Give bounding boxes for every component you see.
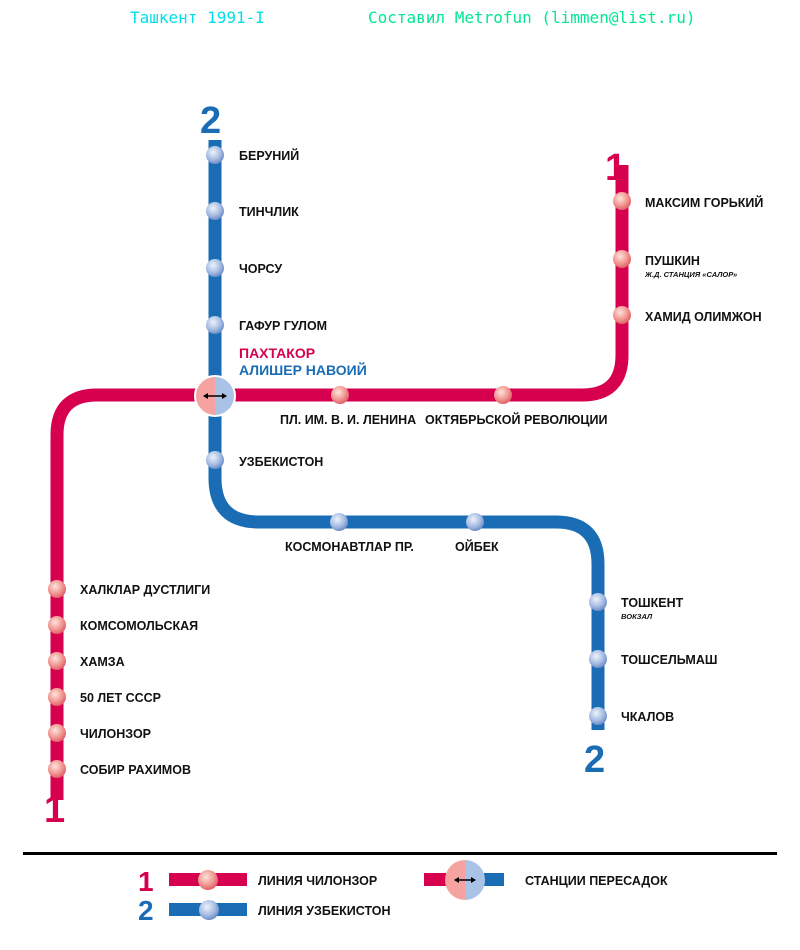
line2-track [208, 140, 605, 730]
station-marker[interactable] [331, 386, 349, 404]
legend-divider [23, 852, 777, 855]
station-marker[interactable] [206, 146, 224, 164]
legend-arrowheads [454, 877, 476, 883]
map-title: Ташкент 1991-I [130, 8, 265, 27]
station-marker[interactable] [48, 652, 66, 670]
transfer-station[interactable] [194, 375, 236, 417]
station-marker[interactable] [466, 513, 484, 531]
station-label[interactable]: ХАЛКЛАР ДУСТЛИГИ [80, 583, 210, 597]
station-marker[interactable] [48, 616, 66, 634]
station-marker[interactable] [48, 724, 66, 742]
station-label[interactable]: ЧИЛОНЗОР [80, 727, 151, 741]
station-label[interactable]: МАКСИМ ГОРЬКИЙ [645, 195, 763, 210]
legend-transfer-red [424, 873, 446, 886]
line2-stations: БЕРУНИЙ ТИНЧЛИК ЧОРСУ ГАФУР ГУЛОМ УЗБЕКИ… [206, 146, 717, 725]
station-label[interactable]: СОБИР РАХИМОВ [80, 763, 191, 777]
line1-stations: МАКСИМ ГОРЬКИЙ ПУШКИН Ж.Д. СТАНЦИЯ «САЛО… [48, 192, 763, 778]
transfer-arrow-icon [203, 393, 227, 399]
legend-line2-label: ЛИНИЯ УЗБЕКИСТОН [258, 904, 391, 918]
station-label[interactable]: ЧКАЛОВ [621, 710, 674, 724]
legend: 1 ЛИНИЯ ЧИЛОНЗОР 2 ЛИНИЯ УЗБЕКИСТОН СТАН… [138, 860, 668, 926]
station-marker[interactable] [494, 386, 512, 404]
legend-transfer-label: СТАНЦИИ ПЕРЕСАДОК [525, 874, 668, 888]
station-marker[interactable] [206, 259, 224, 277]
transfer-label-line1[interactable]: ПАХТАКОР [239, 345, 315, 361]
line2-number-top: 2 [200, 100, 221, 142]
station-marker[interactable] [206, 451, 224, 469]
station-label[interactable]: ОКТЯБРЬСКОЙ РЕВОЛЮЦИИ [425, 412, 608, 427]
station-marker[interactable] [613, 192, 631, 210]
station-marker[interactable] [206, 316, 224, 334]
station-label[interactable]: КОМСОМОЛЬСКАЯ [80, 619, 198, 633]
legend-line1-number: 1 [138, 866, 154, 897]
station-label[interactable]: ГАФУР ГУЛОМ [239, 319, 327, 333]
station-label[interactable]: 50 ЛЕТ СССР [80, 691, 161, 705]
station-marker[interactable] [330, 513, 348, 531]
station-marker[interactable] [589, 650, 607, 668]
station-label[interactable]: ТИНЧЛИК [239, 205, 299, 219]
station-marker[interactable] [613, 250, 631, 268]
station-label[interactable]: ТОШСЕЛЬМАШ [621, 653, 717, 667]
station-label[interactable]: ОЙБЕК [455, 539, 499, 554]
station-label[interactable]: ПЛ. ИМ. В. И. ЛЕНИНА [280, 413, 416, 427]
line1-number-top: 1 [605, 147, 626, 189]
station-label[interactable]: КОСМОНАВТЛАР ПР. [285, 540, 414, 554]
station-marker[interactable] [48, 688, 66, 706]
line1-number-bottom: 1 [44, 789, 65, 831]
legend-line1-label: ЛИНИЯ ЧИЛОНЗОР [258, 874, 377, 888]
map-credit: Составил Metrofun (limmen@list.ru) [368, 8, 696, 27]
transfer-label-line2[interactable]: АЛИШЕР НАВОИЙ [239, 361, 367, 378]
station-label[interactable]: ХАМЗА [80, 655, 125, 669]
legend-line2-station-icon [199, 900, 219, 920]
station-label[interactable]: ТОШКЕНТ [621, 596, 684, 610]
station-label[interactable]: УЗБЕКИСТОН [239, 455, 323, 469]
station-marker[interactable] [48, 760, 66, 778]
legend-transfer-blue [484, 873, 504, 886]
station-note: Ж.Д. СТАНЦИЯ «САЛОР» [644, 270, 737, 279]
station-marker[interactable] [206, 202, 224, 220]
station-note: ВОКЗАЛ [621, 612, 653, 621]
station-marker[interactable] [48, 580, 66, 598]
line2-number-bottom: 2 [584, 739, 605, 781]
station-marker[interactable] [589, 707, 607, 725]
legend-line2-number: 2 [138, 895, 154, 926]
station-label[interactable]: ПУШКИН [645, 254, 700, 268]
station-marker[interactable] [589, 593, 607, 611]
station-label[interactable]: ХАМИД ОЛИМЖОН [645, 310, 762, 324]
station-label[interactable]: ЧОРСУ [239, 262, 282, 276]
station-marker[interactable] [613, 306, 631, 324]
legend-line1-station-icon [198, 870, 218, 890]
station-label[interactable]: БЕРУНИЙ [239, 148, 299, 163]
